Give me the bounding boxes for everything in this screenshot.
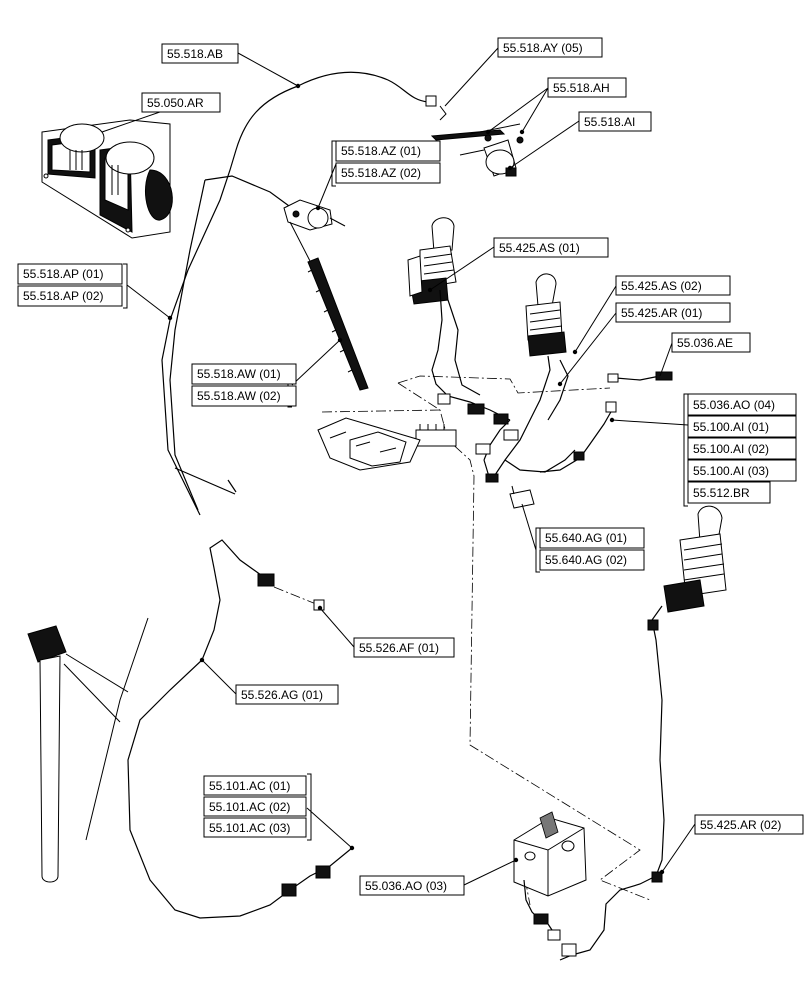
callout-ag-526-text: 55.526.AG (01) xyxy=(241,688,323,702)
harness-55-526-ag xyxy=(127,539,353,919)
callout-ay05-text: 55.518.AY (05) xyxy=(503,41,583,55)
callout-ag02-640: 55.640.AG (02) xyxy=(539,549,645,571)
callout-ao04: 55.036.AO (04) xyxy=(687,393,797,416)
leader-lines xyxy=(101,47,696,886)
blower-assembly xyxy=(41,119,173,239)
front-wiper-assembly xyxy=(283,199,369,391)
joystick-bottom-right xyxy=(559,505,727,961)
callout-ab-text: 55.518.AB xyxy=(167,47,223,61)
callout-aw01-text: 55.518.AW (01) xyxy=(197,367,281,381)
callout-ac03: 55.101.AC (03) xyxy=(203,817,307,838)
callout-ac01-text: 55.101.AC (01) xyxy=(209,779,290,793)
callout-br: 55.512.BR xyxy=(687,481,771,504)
callout-af01: 55.526.AF (01) xyxy=(353,637,455,658)
callout-az02-text: 55.518.AZ (02) xyxy=(341,166,421,180)
callout-ar02: 55.425.AR (02) xyxy=(694,814,804,835)
callout-ao03: 55.036.AO (03) xyxy=(359,875,465,896)
callout-ap02-text: 55.518.AP (02) xyxy=(23,289,104,303)
callout-ap02: 55.518.AP (02) xyxy=(17,285,123,307)
callout-ai-text: 55.518.AI xyxy=(584,115,635,129)
callout-ai02: 55.100.AI (02) xyxy=(687,437,797,460)
callout-ai01: 55.100.AI (01) xyxy=(687,415,797,438)
callout-aw02: 55.518.AW (02) xyxy=(191,385,297,407)
callout-ai02-text: 55.100.AI (02) xyxy=(693,442,769,456)
callout-ac01: 55.101.AC (01) xyxy=(203,775,307,796)
callout-ag01-640-text: 55.640.AG (01) xyxy=(545,531,627,545)
callout-050-ar: 55.050.AR xyxy=(141,92,221,113)
callout-az01-text: 55.518.AZ (01) xyxy=(341,144,421,158)
callout-as02-text: 55.425.AS (02) xyxy=(621,279,702,293)
callout-ai03: 55.100.AI (03) xyxy=(687,459,797,482)
callout-ay05: 55.518.AY (05) xyxy=(497,37,603,58)
callout-ao03-text: 55.036.AO (03) xyxy=(365,879,447,893)
callout-ab: 55.518.AB xyxy=(161,43,239,64)
callout-ac03-text: 55.101.AC (03) xyxy=(209,821,290,835)
mirror-post xyxy=(27,617,149,883)
valve-block xyxy=(513,811,587,941)
callout-ap01-text: 55.518.AP (01) xyxy=(23,267,104,281)
callout-ag01-640: 55.640.AG (01) xyxy=(539,527,645,549)
callout-az02: 55.518.AZ (02) xyxy=(335,162,441,184)
sensor-55-100-ai xyxy=(539,401,617,473)
callout-br-text: 55.512.BR xyxy=(693,486,750,500)
callout-af01-text: 55.526.AF (01) xyxy=(359,641,439,655)
callout-ar02-text: 55.425.AR (02) xyxy=(700,818,781,832)
callout-ac02-text: 55.101.AC (02) xyxy=(209,800,290,814)
callout-ar01-text: 55.425.AR (01) xyxy=(621,306,702,320)
callout-ae-text: 55.036.AE xyxy=(677,336,733,350)
callout-ao04-text: 55.036.AO (04) xyxy=(693,398,775,412)
callout-ai: 55.518.AI xyxy=(578,111,652,132)
callout-ag02-640-text: 55.640.AG (02) xyxy=(545,553,627,567)
callout-ai01-text: 55.100.AI (01) xyxy=(693,420,769,434)
sensor-55-036-ae xyxy=(607,371,673,383)
callout-az01: 55.518.AZ (01) xyxy=(335,140,441,162)
callout-aw01: 55.518.AW (01) xyxy=(191,363,297,385)
callout-ar01: 55.425.AR (01) xyxy=(615,302,731,323)
washer-hose-55-518-ap xyxy=(161,85,301,516)
callout-ah: 55.518.AH xyxy=(547,77,627,98)
callout-ac02: 55.101.AC (02) xyxy=(203,796,307,817)
cab-harness xyxy=(415,289,576,483)
callout-as01: 55.425.AS (01) xyxy=(493,237,609,258)
callout-as01-text: 55.425.AS (01) xyxy=(499,241,580,255)
callout-ag-526: 55.526.AG (01) xyxy=(235,684,339,705)
joystick-right xyxy=(525,273,567,357)
joystick-left xyxy=(407,217,457,305)
washer-hose-55-518-ab xyxy=(297,71,447,121)
callout-ae: 55.036.AE xyxy=(671,332,751,353)
switch-55-640-ag xyxy=(509,485,535,509)
callout-ai03-text: 55.100.AI (03) xyxy=(693,464,769,478)
callout-ap01: 55.518.AP (01) xyxy=(17,263,123,285)
leader-dots xyxy=(167,83,665,875)
callout-as02: 55.425.AS (02) xyxy=(615,275,731,296)
callout-ah-text: 55.518.AH xyxy=(553,81,610,95)
callout-aw02-text: 55.518.AW (02) xyxy=(197,389,281,403)
callout-050-ar-text: 55.050.AR xyxy=(147,96,204,110)
cab-connector-block xyxy=(317,417,421,471)
